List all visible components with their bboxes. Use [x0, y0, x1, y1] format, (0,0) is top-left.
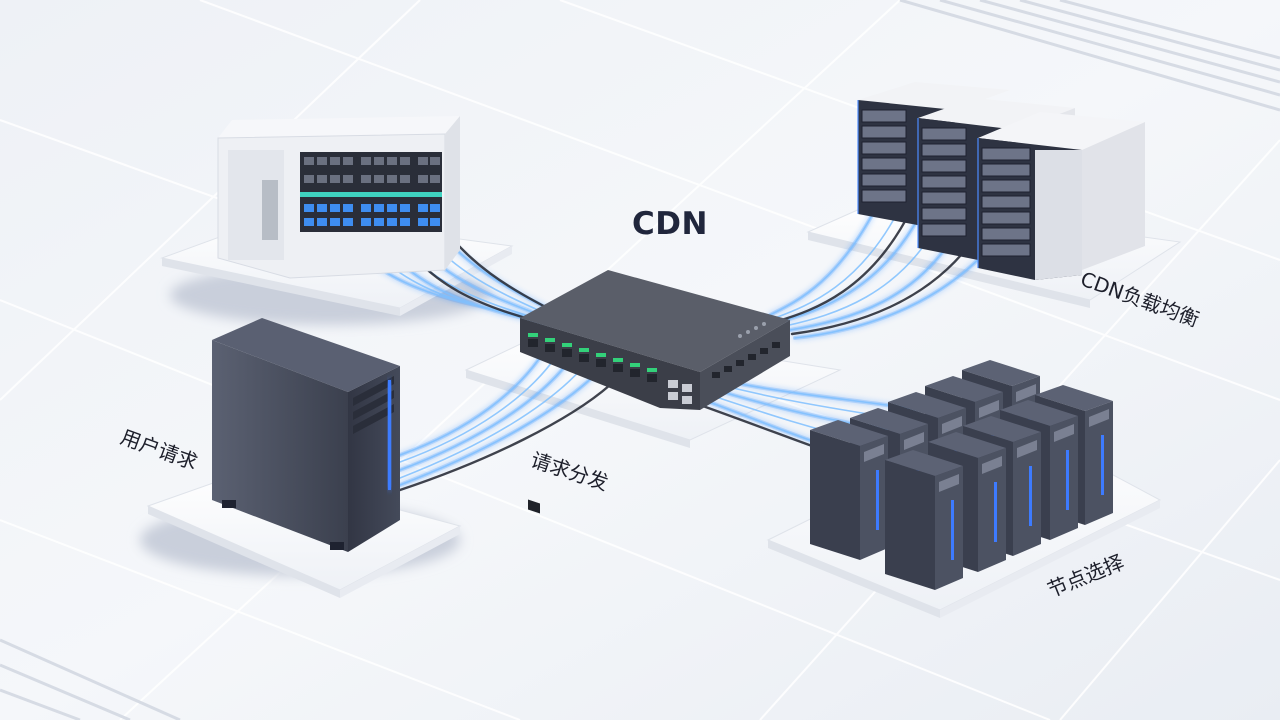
network-switch: [520, 270, 790, 514]
patch-panel-device: [217, 116, 460, 279]
edge-node-server: [810, 420, 888, 560]
storage-servers: [857, 82, 1145, 280]
port-grid: [300, 152, 442, 232]
edge-node-cluster: [810, 360, 1113, 590]
switch-port-leds: [528, 333, 657, 372]
user-tower-server: [212, 318, 400, 552]
edge-node-server: [885, 450, 963, 590]
diagram-title: CDN: [632, 206, 708, 242]
